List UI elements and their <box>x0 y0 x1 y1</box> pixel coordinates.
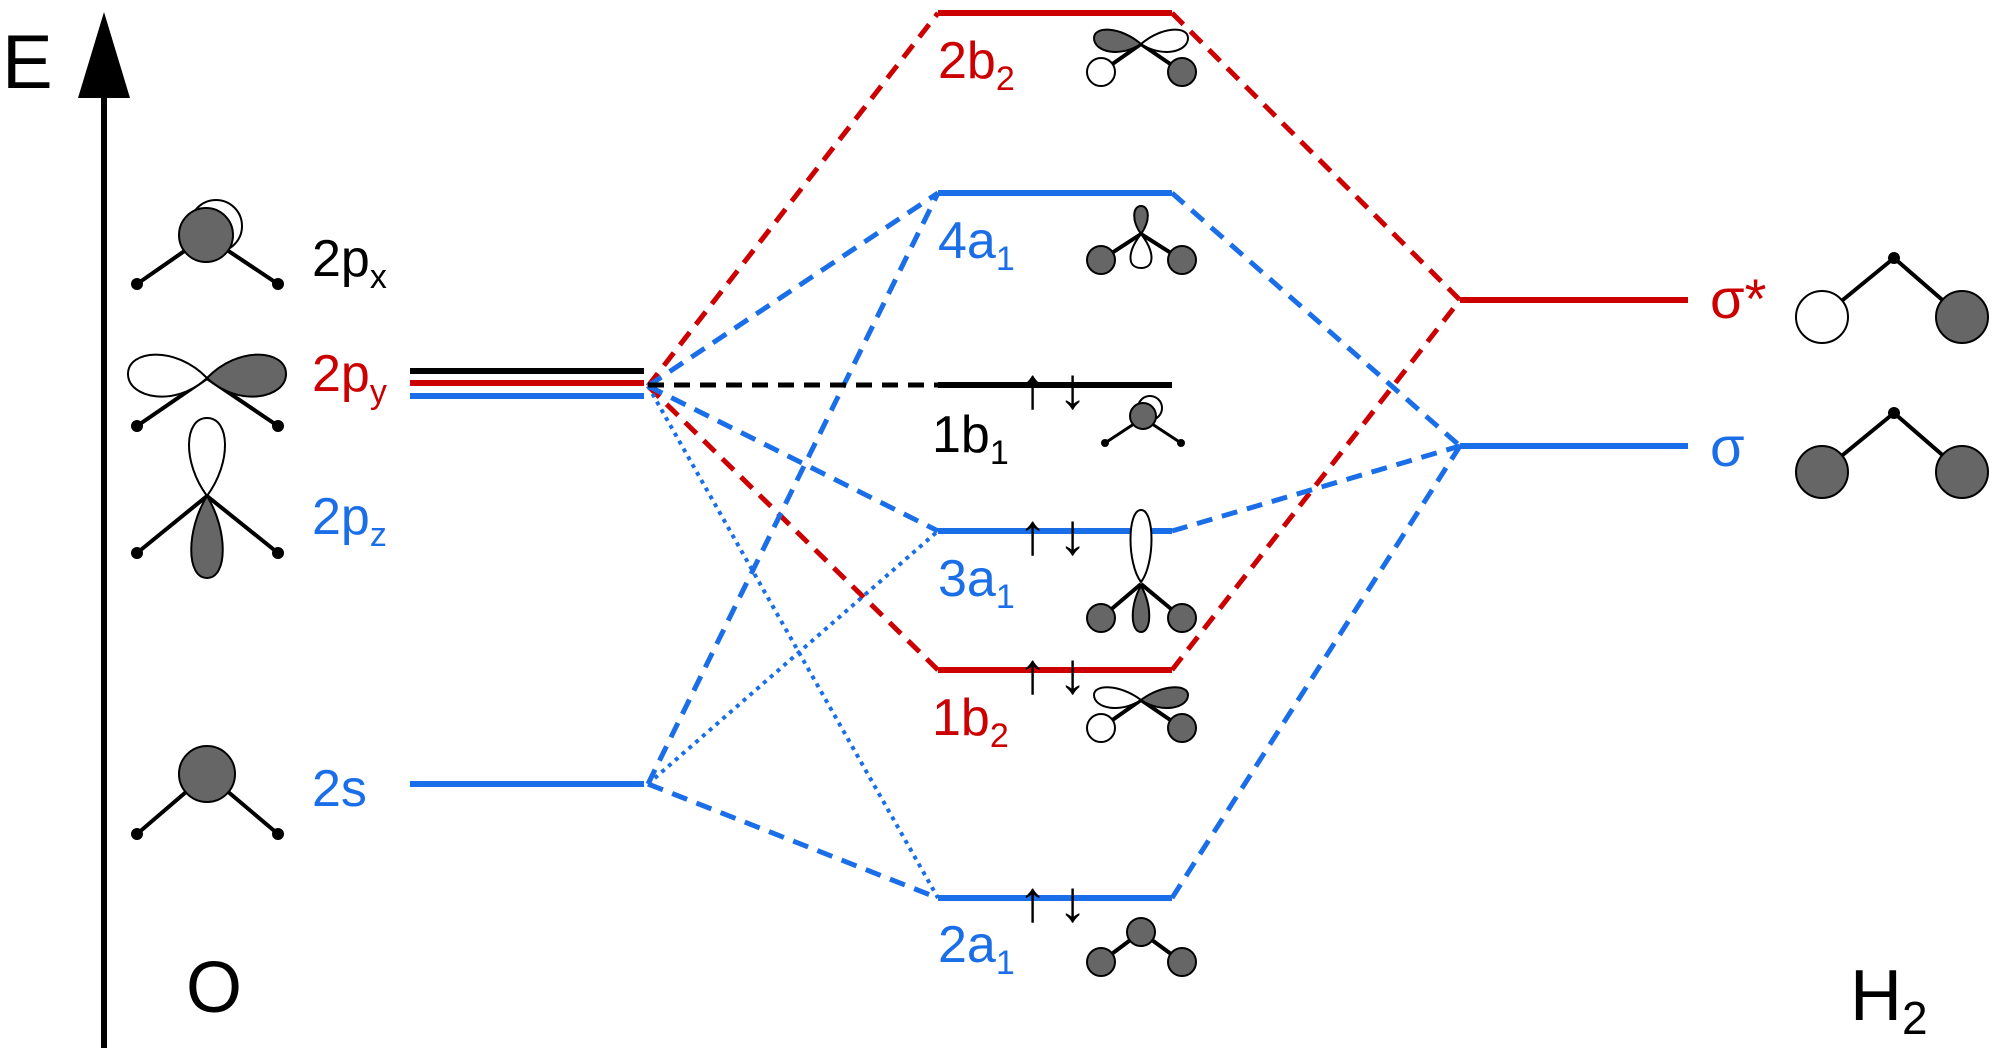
label-2px: 2px <box>312 230 387 296</box>
pz-h-left <box>131 547 143 559</box>
mo-3a1-lobe-top <box>1129 508 1153 584</box>
mo-1b1-h-left <box>1101 439 1109 447</box>
electron-pairs: ↑ ↓ ↑ ↓ ↑ ↓ ↑ ↓ <box>1018 356 1087 934</box>
oxygen-atom-label: O <box>186 948 242 1028</box>
mo-1b2-h-right <box>1167 713 1197 743</box>
mo-4a1-h-right <box>1167 245 1197 275</box>
px-h-left <box>131 278 143 290</box>
py-lobe-right <box>205 353 288 398</box>
orbital-picture-2a1 <box>1086 917 1197 977</box>
orbital-picture-2py <box>126 353 288 432</box>
mo-3a1-h-left <box>1086 603 1116 633</box>
orbital-picture-2px <box>131 199 284 290</box>
py-h-right <box>272 420 284 432</box>
electron-up-3a1: ↑ <box>1018 502 1047 567</box>
h-sigma-left <box>1795 445 1849 499</box>
pz-bond-left <box>135 494 209 555</box>
orbital-picture-sigma <box>1795 407 1989 499</box>
orbital-picture-1b1 <box>1101 395 1185 447</box>
mo-4a1-lobe-top <box>1133 204 1149 236</box>
h-sigma-star-left <box>1795 290 1849 344</box>
mo-2b2-h-left <box>1086 57 1116 87</box>
mo-1b2-lobe-right <box>1139 686 1190 709</box>
pz-h-right <box>272 547 284 559</box>
label-1b2: 1b2 <box>932 689 1009 755</box>
py-h-left <box>131 420 143 432</box>
label-2b2: 2b2 <box>938 32 1015 98</box>
mo-2b2-h-right <box>1167 57 1197 87</box>
electron-down-2a1: ↓ <box>1058 869 1087 934</box>
label-2pz: 2pz <box>312 488 387 554</box>
mo-2b2-lobe-left <box>1092 28 1143 53</box>
py-lobe-left <box>126 353 209 398</box>
label-sigma: σ <box>1710 415 1745 478</box>
mo-2a1-h-left <box>1086 947 1116 977</box>
h-sigma-star-center <box>1888 252 1900 264</box>
mo-1b1-h-right <box>1177 439 1185 447</box>
corr-4a1-to-sigma <box>1170 191 1462 448</box>
pz-bond-right <box>205 494 280 555</box>
energy-axis-label: E <box>2 20 53 105</box>
orbital-picture-3a1 <box>1086 508 1197 634</box>
label-sigma-star: σ* <box>1710 267 1766 330</box>
mo-1b2-lobe-left <box>1092 686 1143 709</box>
mo-2a1-lobe <box>1126 917 1156 947</box>
px-h-right <box>272 278 284 290</box>
pz-lobe-bottom <box>190 494 224 580</box>
corr-2pz-to-2a1-weak <box>646 385 940 899</box>
px-lobe-front <box>178 207 234 263</box>
label-2a1: 2a1 <box>938 916 1015 982</box>
orbital-picture-2b2 <box>1086 28 1197 87</box>
mo-4a1-h-left <box>1086 245 1116 275</box>
pz-lobe-top <box>188 416 226 498</box>
electron-down-1b1: ↓ <box>1058 356 1087 421</box>
electron-up-2a1: ↑ <box>1018 869 1047 934</box>
mo-2a1-h-right <box>1167 947 1197 977</box>
label-1b1: 1b1 <box>932 406 1009 472</box>
orbital-picture-1b2 <box>1086 686 1197 743</box>
corr-2py-to-1b2 <box>646 384 940 672</box>
energy-axis: E <box>2 12 130 1048</box>
label-4a1: 4a1 <box>938 212 1015 278</box>
electron-up-1b2: ↑ <box>1018 641 1047 706</box>
label-3a1: 3a1 <box>938 550 1015 616</box>
mo-1b1-lobe-front <box>1129 402 1157 430</box>
label-2py: 2py <box>312 345 387 411</box>
s-h-left <box>131 828 143 840</box>
orbital-picture-sigma-star <box>1795 252 1989 344</box>
correlation-lines <box>645 11 1463 901</box>
corr-2pz-to-3a1 <box>646 383 940 534</box>
corr-2a1-to-sigma <box>1169 444 1463 900</box>
hydrogen-orbital-levels <box>1460 297 1688 449</box>
s-h-right <box>272 828 284 840</box>
h-sigma-right <box>1935 445 1989 499</box>
energy-axis-arrowhead <box>78 12 130 98</box>
corr-2b2-to-sigma-star <box>1170 11 1462 302</box>
molecular-orbital-levels <box>938 10 1172 901</box>
oxygen-orbital-levels <box>410 368 644 787</box>
orbital-picture-2pz <box>131 416 284 580</box>
corr-2s-to-3a1-weak <box>646 529 940 786</box>
mo-3a1-lobe-bottom <box>1131 584 1151 634</box>
mo-1b2-h-left <box>1086 713 1116 743</box>
orbital-picture-2s <box>131 745 284 840</box>
corr-2py-to-2b2 <box>646 11 940 388</box>
electron-up-1b1: ↑ <box>1018 356 1047 421</box>
h-sigma-center <box>1888 407 1900 419</box>
corr-1b2-to-sigma-star <box>1170 298 1462 672</box>
mo-3a1-h-right <box>1167 603 1197 633</box>
label-2s: 2s <box>312 760 367 818</box>
corr-2pz-to-4a1 <box>646 190 940 389</box>
s-lobe <box>178 745 236 803</box>
h-sigma-star-right <box>1935 290 1989 344</box>
corr-2s-to-4a1 <box>645 191 941 786</box>
mo-4a1-lobe-bottom <box>1129 232 1153 270</box>
hydrogen-atom-label: H2 <box>1850 956 1928 1044</box>
mo-2b2-lobe-right <box>1139 28 1190 53</box>
electron-down-3a1: ↓ <box>1058 502 1087 567</box>
electron-down-1b2: ↓ <box>1058 641 1087 706</box>
orbital-picture-4a1 <box>1086 204 1197 275</box>
corr-2s-to-2a1 <box>647 781 939 901</box>
